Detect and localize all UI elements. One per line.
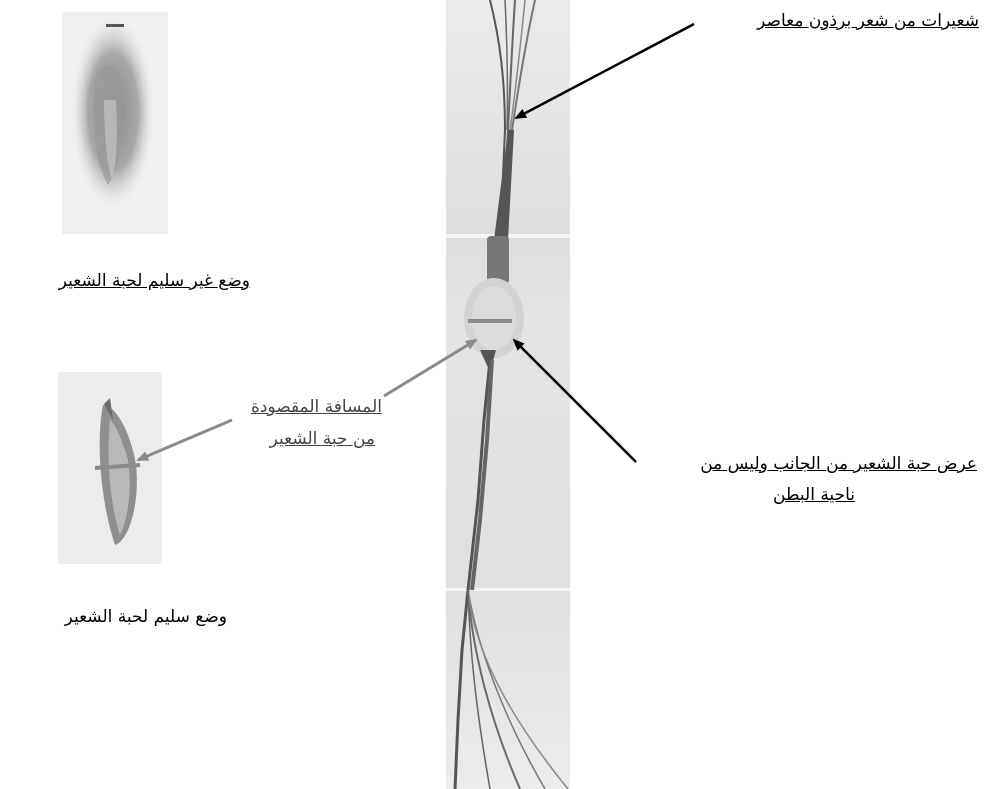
grain-width-label-line1: عرض حبة الشعير من الجانب وليس من xyxy=(700,453,977,475)
grain-width-label-line2: ناحية البطن xyxy=(773,484,855,506)
hairs-from-brush-label: شعيرات من شعر برذون معاصر xyxy=(757,10,979,32)
incorrect-position-label: وضع غير سليم لحبة الشعير xyxy=(59,270,250,292)
correct-position-label: وضع سليم لحبة الشعير xyxy=(65,606,227,628)
hair-strip-photo xyxy=(446,0,570,789)
intended-distance-label-line2: من حبة الشعير xyxy=(270,428,375,450)
incorrect-grain-photo xyxy=(62,12,168,234)
correct-grain-photo xyxy=(58,372,162,564)
intended-distance-label-line1: المسافة المقصودة xyxy=(251,396,382,418)
